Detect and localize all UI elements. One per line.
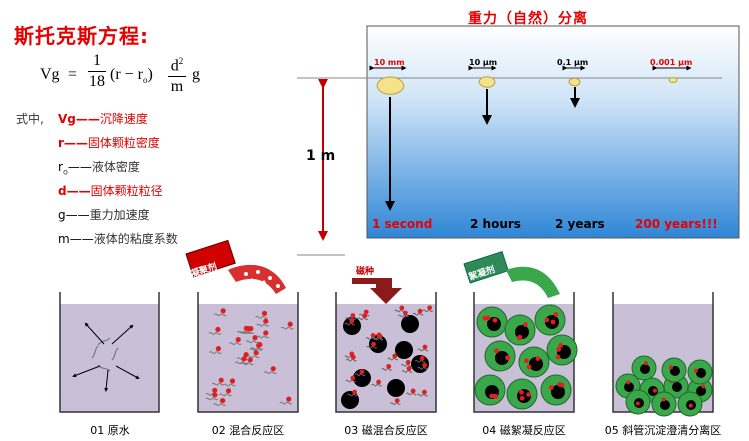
tank-raw-water bbox=[59, 292, 160, 413]
stokes-formula: Vg = 1 18 (r − ro) d2 m g bbox=[40, 52, 230, 98]
particle-size-label: 0.1 µm bbox=[557, 58, 589, 67]
legend-intro: 式中, bbox=[16, 112, 44, 126]
legend-symbol: r bbox=[58, 160, 63, 174]
legend-text: 液体的粘度系数 bbox=[93, 232, 178, 246]
legend-symbol: r bbox=[58, 136, 64, 150]
formula-equals: = bbox=[68, 66, 78, 83]
formula-density-diff: (r − ro) bbox=[110, 66, 153, 86]
legend-dash: —— bbox=[69, 232, 94, 246]
settling-time-label: 2 hours bbox=[470, 217, 521, 231]
tank-label: 01 原水 bbox=[90, 424, 130, 437]
gravity-diagram bbox=[297, 25, 740, 256]
legend-symbol: Vg bbox=[58, 112, 76, 126]
legend-symbol: d bbox=[58, 184, 67, 198]
legend-item: Vg——沉降速度 bbox=[58, 110, 148, 127]
legend-item: ro——液体密度 bbox=[58, 158, 140, 176]
legend-symbol-sub: o bbox=[62, 167, 68, 177]
legend-text: 固体颗粒粒径 bbox=[90, 184, 163, 198]
legend-text: 沉降速度 bbox=[99, 112, 148, 126]
legend-item: d——固体颗粒粒径 bbox=[58, 182, 163, 199]
legend-dash: —— bbox=[66, 184, 91, 198]
tank-label: 03 磁混合反应区 bbox=[344, 424, 428, 437]
tank-magnetic-mixing bbox=[335, 278, 437, 413]
formula-lhs: Vg bbox=[40, 66, 60, 83]
tank-mixing bbox=[185, 240, 299, 413]
tank-magnetic-flocculation bbox=[463, 251, 578, 413]
settling-time-label: 200 years!!! bbox=[635, 217, 718, 231]
tank-settling bbox=[612, 292, 714, 417]
legend-dash: —— bbox=[75, 112, 100, 126]
legend-text: 固体颗粒密度 bbox=[87, 136, 160, 150]
formula-fraction-1: 1 18 bbox=[88, 52, 106, 90]
legend-symbol: m bbox=[58, 232, 70, 246]
legend-item: g——重力加速度 bbox=[58, 206, 150, 223]
formula-g: g bbox=[192, 66, 200, 83]
tank-label: 05 斜管沉淀澄清分离区 bbox=[604, 424, 722, 437]
gravity-title: 重力（自然）分离 bbox=[468, 11, 588, 27]
formula-fraction-2: d2 m bbox=[168, 52, 186, 96]
water-column bbox=[366, 25, 740, 239]
depth-label: 1 m bbox=[306, 148, 336, 164]
legend-dash: —— bbox=[63, 136, 88, 150]
particle-10um bbox=[468, 65, 497, 125]
legend-text: 液体密度 bbox=[91, 160, 140, 174]
tank-label: 02 混合反应区 bbox=[211, 424, 285, 437]
particle-size-label: 0.001 µm bbox=[650, 58, 693, 67]
particle-0-1um bbox=[562, 65, 586, 108]
legend-symbol: g bbox=[58, 208, 66, 222]
tanks-diagram bbox=[59, 240, 714, 417]
legend-item: m——液体的粘度系数 bbox=[58, 230, 178, 247]
legend-dash: —— bbox=[65, 208, 90, 222]
legend-text: 重力加速度 bbox=[89, 208, 150, 222]
stokes-title: 斯托克斯方程: bbox=[14, 24, 149, 48]
particle-10mm bbox=[369, 65, 407, 211]
particle-size-label: 10 µm bbox=[469, 58, 498, 67]
legend-item: r——固体颗粒密度 bbox=[58, 134, 160, 151]
settling-time-label: 2 years bbox=[555, 217, 605, 231]
tank-label: 04 磁絮凝反应区 bbox=[482, 424, 566, 437]
chemical-tag: 磁种 bbox=[356, 267, 375, 277]
settling-time-label: 1 second bbox=[372, 217, 433, 231]
particle-size-label: 10 mm bbox=[374, 58, 405, 67]
particle-0-001um bbox=[652, 65, 692, 83]
legend-dash: —— bbox=[67, 160, 92, 174]
